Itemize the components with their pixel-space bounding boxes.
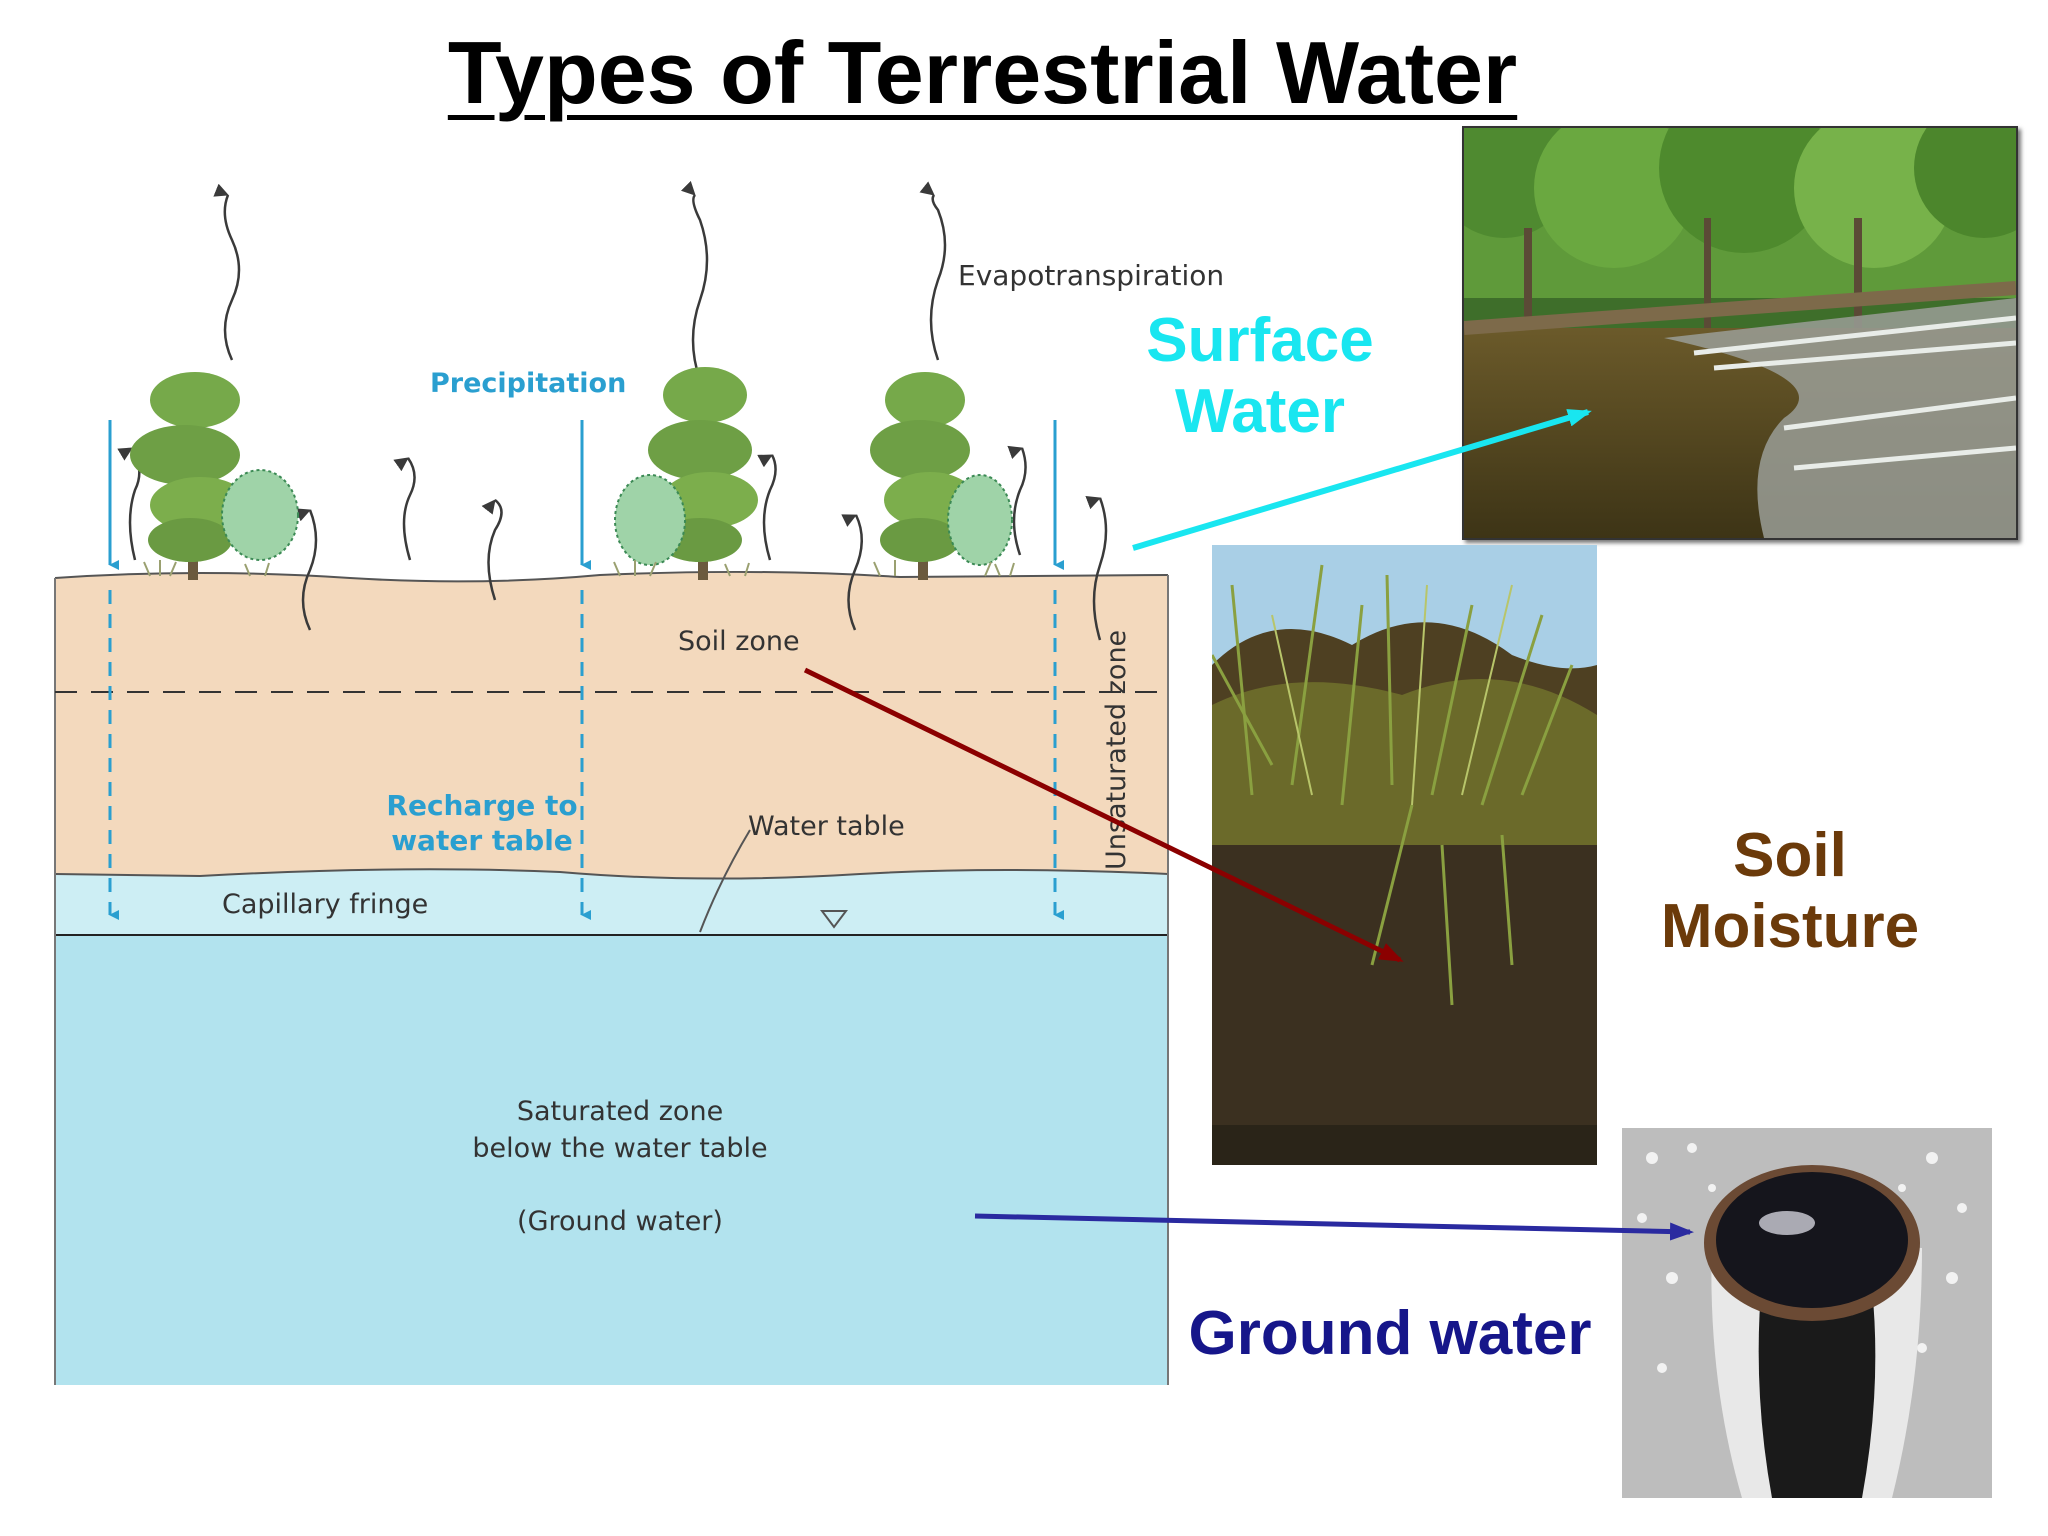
soil-moisture-label-line2: Moisture <box>1660 892 1920 962</box>
precipitation-arrow-icon <box>108 420 1064 920</box>
unsaturated-zone-label: Unsaturated zone <box>1101 630 1132 870</box>
soil-moisture-arrow <box>803 667 1404 963</box>
recharge-label-line1: Recharge to <box>386 789 577 822</box>
recharge-label-line2: water table <box>391 824 573 857</box>
tree-icon <box>870 372 1013 580</box>
water-table-label: Water table <box>748 811 905 842</box>
capillary-fringe-label: Capillary fringe <box>222 889 428 920</box>
ground-water-label: Ground water <box>1188 1299 1592 1368</box>
saturated-zone-label-line2: below the water table <box>472 1133 767 1164</box>
tree-icon <box>130 372 299 580</box>
capillary-fringe-area <box>55 869 1168 935</box>
saturated-zone-area <box>55 935 1168 1385</box>
surface-water-arrow <box>1132 409 1592 551</box>
soil-moisture-photo <box>1212 545 1597 1165</box>
surface-water-photo <box>1462 126 2018 540</box>
page-title: Types of Terrestrial Water <box>447 23 1518 122</box>
soil-zone-area <box>55 571 1168 879</box>
precipitation-label: Precipitation <box>430 368 626 399</box>
ground-water-photo <box>1622 1128 1992 1498</box>
surface-water-label: Surface Water <box>1110 305 1410 448</box>
evapotranspiration-arrow-icon <box>117 180 1108 641</box>
saturated-zone-label-line1: Saturated zone <box>517 1096 723 1127</box>
soil-moisture-label-line1: Soil <box>1733 821 1847 890</box>
surface-water-label-line1: Surface <box>1146 306 1374 375</box>
soil-moisture-label: Soil Moisture <box>1610 820 1970 963</box>
water-table-triangle-icon <box>820 910 848 929</box>
soil-zone-label: Soil zone <box>678 626 800 657</box>
ground-water-arrow <box>974 1213 1694 1241</box>
surface-water-label-line2: Water <box>1175 377 1345 447</box>
tree-icon <box>614 367 758 580</box>
ground-water-paren-label: (Ground water) <box>517 1206 723 1237</box>
evapotranspiration-label: Evapotranspiration <box>958 259 1224 292</box>
